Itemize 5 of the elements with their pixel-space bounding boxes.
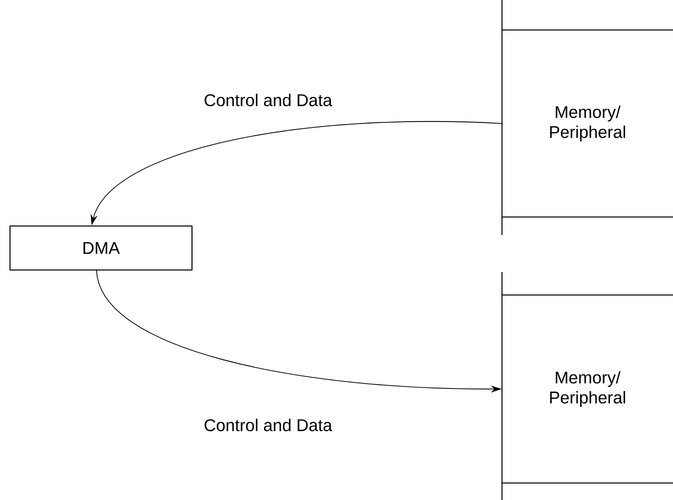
edge-label: Control and Data — [202, 418, 334, 432]
memory-region: Memory/ Peripheral — [502, 272, 673, 500]
process-box: DMA — [10, 226, 192, 270]
memory-region: Memory/ Peripheral — [502, 0, 673, 236]
edge-label: Control and Data — [202, 92, 334, 108]
